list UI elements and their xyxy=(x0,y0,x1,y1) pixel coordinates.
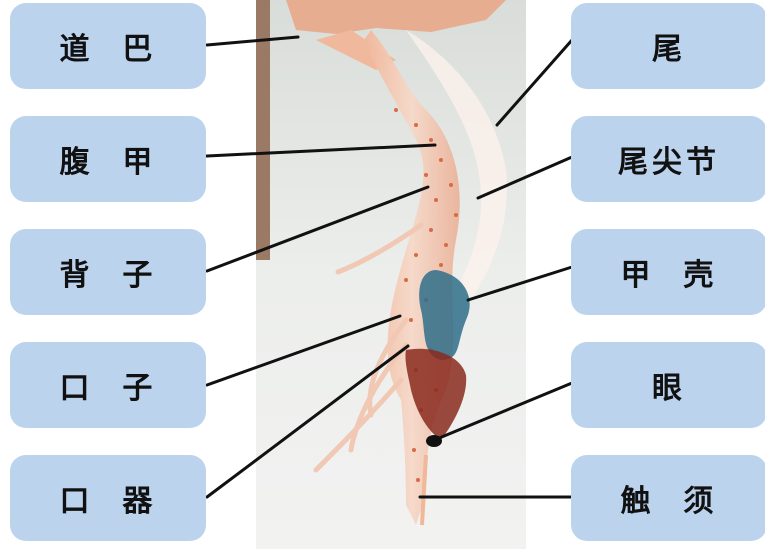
label-box-left-5: 口 器 xyxy=(10,455,206,541)
label-box-left-4: 口 子 xyxy=(10,342,206,428)
label-text-right-3: 甲 壳 xyxy=(621,250,718,294)
label-text-left-5: 口 器 xyxy=(60,476,157,520)
label-box-left-1: 道 巴 xyxy=(10,3,206,89)
leader-right-2 xyxy=(478,157,572,198)
leader-left-1 xyxy=(207,37,298,45)
leader-right-4 xyxy=(432,383,572,441)
label-text-left-3: 背 子 xyxy=(60,250,157,294)
label-box-right-5: 触 须 xyxy=(571,455,765,541)
label-text-left-4: 口 子 xyxy=(60,363,157,407)
leader-left-2 xyxy=(207,145,435,156)
label-text-right-4: 眼 xyxy=(652,363,686,407)
label-box-right-4: 眼 xyxy=(571,342,765,428)
label-text-right-1: 尾 xyxy=(652,24,686,68)
label-box-right-2: 尾尖节 xyxy=(571,116,765,202)
leader-right-3 xyxy=(468,267,572,300)
leader-right-1 xyxy=(497,40,572,125)
label-text-left-2: 腹 甲 xyxy=(60,137,157,181)
label-box-left-3: 背 子 xyxy=(10,229,206,315)
leader-left-3 xyxy=(207,187,428,271)
label-text-right-2: 尾尖节 xyxy=(618,137,720,181)
label-text-left-1: 道 巴 xyxy=(60,24,157,68)
label-text-right-5: 触 须 xyxy=(621,476,718,520)
label-box-right-1: 尾 xyxy=(571,3,765,89)
label-box-left-2: 腹 甲 xyxy=(10,116,206,202)
leader-left-5 xyxy=(207,346,408,497)
label-box-right-3: 甲 壳 xyxy=(571,229,765,315)
